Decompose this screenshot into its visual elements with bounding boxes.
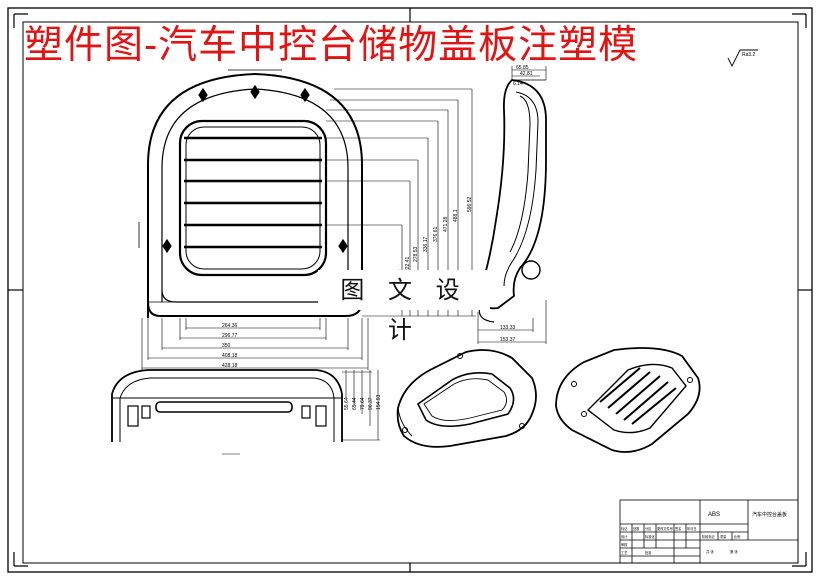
front-outer-contour xyxy=(147,72,363,318)
title-block-label: 标记 xyxy=(621,526,628,531)
title-block-label: 签名 xyxy=(675,526,681,531)
title-block-label: 更改文件号 xyxy=(657,526,673,531)
front-vertical-dim-label: 336.17 xyxy=(423,236,429,252)
front-vertical-dim-label: 471.28 xyxy=(443,216,449,232)
front-vertical-dim-label: 488.1 xyxy=(453,209,459,222)
side-dim-label: 42.81 xyxy=(520,71,533,77)
side-profile-inner xyxy=(503,91,539,287)
front-vertical-dim-label: 222.41 xyxy=(405,256,411,272)
front-ribs xyxy=(184,136,322,249)
front-horizontal-dim-label: 350 xyxy=(222,343,231,349)
side-dim-label: 153.37 xyxy=(500,337,516,343)
title-block-label: 工艺 xyxy=(621,550,627,555)
front-horizontal-dim-lines xyxy=(141,318,369,370)
isometric-view-underside xyxy=(396,349,537,448)
title-block-label: 设计 xyxy=(621,534,628,539)
front-vertical-dim-label: 376.61 xyxy=(433,226,439,242)
side-dim-label: 6.14 xyxy=(513,81,523,87)
title-block-sheet-count: 共 张 xyxy=(706,549,714,554)
drawing-title-banner: 塑件图-汽车中控台储物盖板注塑模 xyxy=(24,23,639,68)
bottom-dim-label: 79.64 xyxy=(360,397,366,410)
bottom-dim-label: 154.93 xyxy=(376,394,382,410)
front-horizontal-dim-label: 428.18 xyxy=(222,363,238,369)
front-vertical-dim-label: 278.53 xyxy=(413,246,419,262)
roughness-label: Ra3.2 xyxy=(742,52,756,58)
title-block-label: 重量 xyxy=(720,534,727,539)
title-block-label: 阶段标记 xyxy=(702,534,716,539)
front-horizontal-dim-label: 296.77 xyxy=(222,333,238,339)
front-window-outer xyxy=(178,119,328,277)
watermark-label: 图 文 设 计 xyxy=(318,270,490,344)
bottom-dim-label: 90.37 xyxy=(368,397,374,410)
side-hinge-circle xyxy=(521,260,541,280)
zone-marks xyxy=(8,8,812,572)
side-view xyxy=(477,49,758,344)
dimension-labels: 596.52 488.1 471.28 376.61 336.17 278.53222.4… xyxy=(222,52,787,555)
front-window-inner xyxy=(185,126,321,270)
title-block-label: 审核 xyxy=(621,542,628,547)
bottom-dim-label: 55.64 xyxy=(344,397,350,410)
title-block-label: 批准 xyxy=(645,550,652,555)
title-block-material: ABS xyxy=(708,512,720,518)
title-block-label: 比例 xyxy=(734,534,740,539)
isometric-view-top xyxy=(555,347,701,453)
front-horizontal-dim-label: 408.18 xyxy=(222,353,238,359)
title-block-label: 处数 xyxy=(633,526,640,531)
side-dim-label: 65.85 xyxy=(516,65,529,71)
side-dim-label: 133.33 xyxy=(500,325,516,331)
title-block-label: 标准化 xyxy=(645,534,655,539)
title-block-label: 年月日 xyxy=(687,526,697,531)
surface-roughness-symbol xyxy=(727,49,758,68)
bottom-view xyxy=(111,369,380,455)
bottom-dim-label: 65.44 xyxy=(352,397,358,410)
title-block-sheet-number: 第 张 xyxy=(730,549,738,554)
front-bosses xyxy=(162,84,348,254)
title-block xyxy=(619,499,799,564)
bottom-outer-contour xyxy=(111,369,343,442)
front-horizontal-dim-label: 264.36 xyxy=(222,323,238,329)
title-block-part-name: 汽车中控台盖板 xyxy=(752,511,787,518)
title-block-label: 分区 xyxy=(645,526,652,531)
bottom-slot xyxy=(155,401,293,413)
front-view xyxy=(138,69,476,370)
front-vertical-dim-label: 596.52 xyxy=(467,196,473,212)
